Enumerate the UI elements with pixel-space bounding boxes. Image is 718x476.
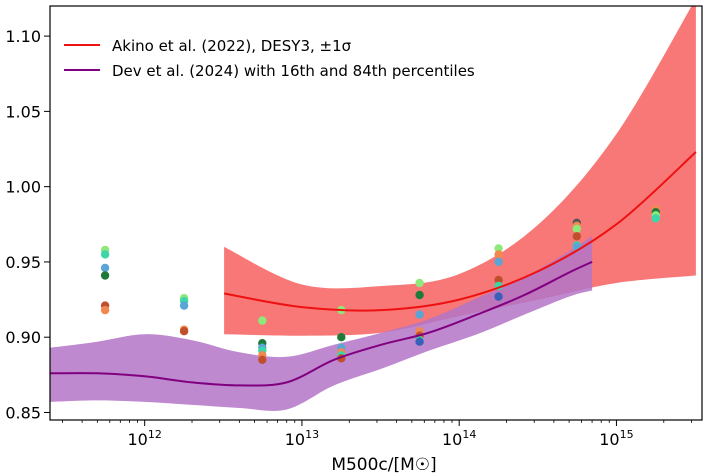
scatter-point-4-0 (415, 278, 424, 288)
scatter-point-0-2 (100, 263, 110, 273)
x-tick-label-3: 1015 (599, 428, 633, 449)
series-line-0 (223, 151, 697, 312)
x-tick-label-2: 1014 (442, 428, 476, 449)
y-tick-label-5: 1.10 (5, 27, 41, 46)
series-lines (50, 151, 697, 387)
scatter-point-1-4 (179, 327, 189, 336)
scatter-points (100, 205, 660, 364)
scatter-point-3-1 (337, 333, 346, 342)
scatter-point-2-5 (258, 355, 267, 364)
y-tick-label-0: 0.85 (5, 403, 41, 422)
plot-frame (49, 5, 703, 421)
scatter-point-2-0 (258, 316, 267, 325)
scatter-point-1-2 (179, 301, 189, 310)
y-tick-label-1: 0.90 (5, 328, 41, 347)
scatter-point-4-2 (415, 310, 424, 319)
scatter-point-0-5 (100, 305, 110, 315)
scatter-point-5-0 (494, 244, 503, 253)
confidence-bands (50, 6, 696, 411)
x-tick-label-1: 1013 (285, 428, 319, 449)
legend-label-akino: Akino et al. (2022), DESY3, ±1σ (112, 37, 352, 55)
scatter-point-0-3 (100, 271, 110, 280)
x-axis-label: M500c/[M☉] (331, 455, 436, 475)
axis-ticks: 0.85 0.90 0.95 1.00 1.05 1.10 1012 1013 1014 1015 (5, 27, 692, 449)
scatter-point-5-2 (494, 257, 503, 267)
y-tick-label-4: 1.05 (5, 102, 41, 121)
scatter-point-4-6 (415, 337, 424, 346)
scatter-point-5-5 (494, 292, 503, 301)
scatter-point-5-3 (494, 275, 503, 285)
legend-label-dev: Dev et al. (2024) with 16th and 84th per… (112, 62, 475, 80)
scatter-point-6-2 (572, 224, 581, 233)
series-line-1 (50, 260, 593, 387)
scatter-point-5-1 (494, 250, 503, 259)
series-band-1 (50, 236, 593, 411)
scatter-point-4-1 (415, 290, 424, 300)
legend: Akino et al. (2022), DESY3, ±1σ Dev et a… (64, 37, 475, 80)
scatter-point-7-3 (651, 214, 660, 223)
scatter-point-6-3 (572, 232, 581, 241)
y-tick-label-2: 0.95 (5, 253, 41, 272)
scatter-point-0-1 (100, 250, 110, 259)
y-tick-label-3: 1.00 (5, 178, 41, 197)
x-tick-label-0: 1012 (127, 428, 161, 449)
